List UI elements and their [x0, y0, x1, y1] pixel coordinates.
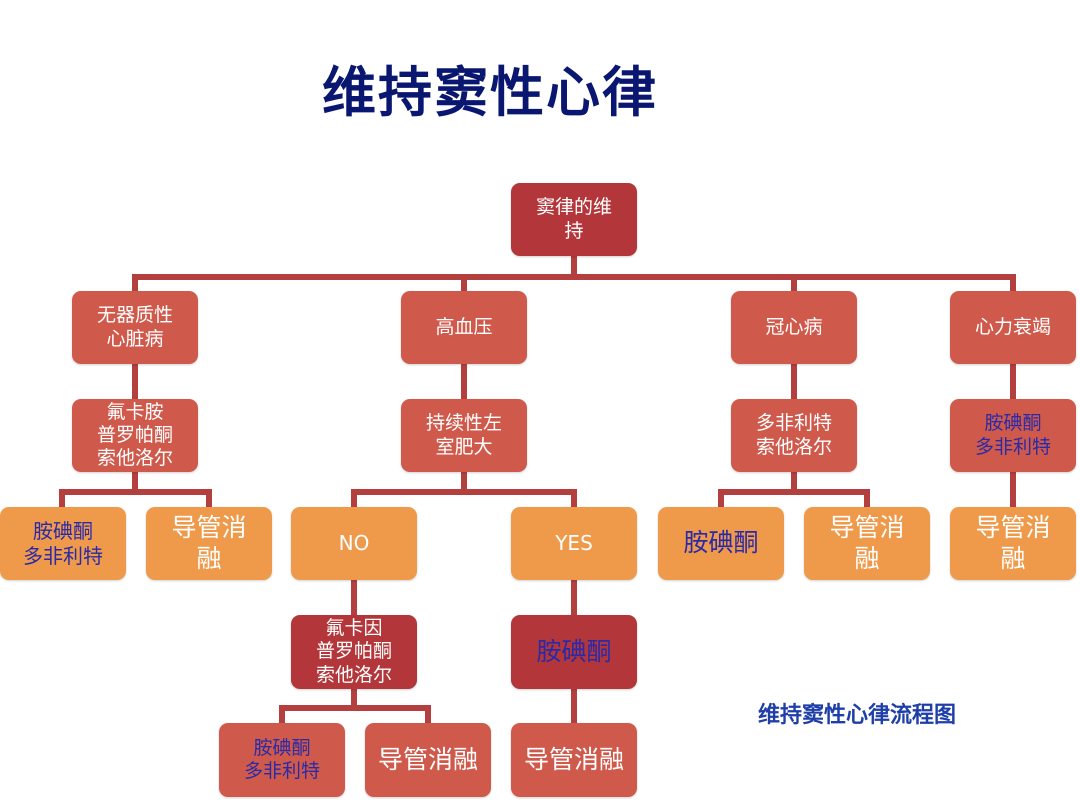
- node-lvh: 持续性左 室肥大: [401, 399, 527, 472]
- node-c3-ablation: 导管消 融: [804, 507, 930, 580]
- node-no-drug-alt: 胺碘酮 多非利特: [219, 723, 345, 797]
- node-yes-ablation: 导管消融: [511, 723, 637, 797]
- node-no-drugs: 氟卡因 普罗帕酮 索他洛尔: [291, 615, 417, 689]
- node-coronary-heart-disease: 冠心病: [731, 291, 857, 364]
- node-heart-failure: 心力衰竭: [950, 291, 1076, 364]
- node-c1-drug-alt: 胺碘酮 多非利特: [0, 507, 126, 580]
- node-no: NO: [291, 507, 417, 580]
- node-c3-drugs: 多非利特 索他洛尔: [731, 399, 857, 472]
- page-title: 维持窦性心律: [322, 61, 658, 124]
- node-c4-ablation: 导管消 融: [950, 507, 1076, 580]
- node-c4-drugs: 胺碘酮 多非利特: [950, 399, 1076, 472]
- node-root: 窦律的维 持: [511, 183, 637, 256]
- node-c1-drugs: 氟卡胺 普罗帕酮 索他洛尔: [72, 399, 198, 472]
- node-yes-amiodarone: 胺碘酮: [511, 615, 637, 689]
- node-no-ablation: 导管消融: [365, 723, 491, 797]
- node-yes: YES: [511, 507, 637, 580]
- node-c1-ablation: 导管消 融: [146, 507, 272, 580]
- node-hypertension: 高血压: [401, 291, 527, 364]
- diagram-caption: 维持窦性心律流程图: [758, 703, 957, 728]
- node-no-structural-heart-disease: 无器质性 心脏病: [72, 291, 198, 364]
- node-c3-amiodarone: 胺碘酮: [658, 507, 784, 580]
